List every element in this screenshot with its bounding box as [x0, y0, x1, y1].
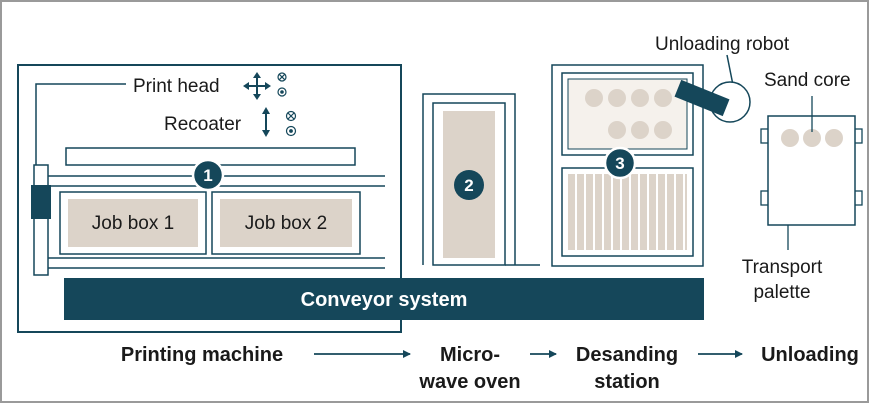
print-head [31, 185, 51, 219]
flow-step-printing-machine: Printing machine [121, 344, 283, 366]
print-head-leader [35, 83, 126, 170]
sand-core-label: Sand core [764, 70, 851, 91]
transport-palette [760, 96, 863, 250]
desanding-top-tray [567, 78, 688, 150]
transport-palette-label-line1: Transport [742, 257, 823, 278]
flow-step-microwave-line1: Micro- [440, 344, 500, 366]
move-arrows-icon [243, 72, 271, 100]
microwave-oven [422, 93, 540, 266]
sand-core-dot [608, 121, 626, 139]
transport-palette-label-line2: palette [753, 282, 810, 303]
palette-core [803, 129, 821, 147]
print-head-carriage [33, 164, 49, 276]
vertical-arrow-icon [262, 107, 270, 137]
axis-in-out-icon-2 [285, 110, 297, 137]
job-box-1 [68, 199, 198, 247]
step-1-number: 1 [203, 166, 212, 185]
job-box-1-label: Job box 1 [92, 213, 174, 234]
sand-core-dot [631, 121, 649, 139]
conveyor-system [64, 278, 704, 320]
step-2-badge [454, 170, 484, 200]
job-box-2-label: Job box 2 [245, 213, 327, 234]
step-1-badge [191, 158, 225, 192]
flow-step-desanding-line1: Desanding [576, 344, 678, 366]
sand-core-dot [585, 89, 603, 107]
flow-step-unloading: Unloading [761, 344, 859, 366]
desanding-station [551, 64, 704, 267]
job-box-2 [220, 199, 352, 247]
flow-step-microwave-line2: wave oven [418, 371, 520, 393]
robot-arm [674, 79, 730, 117]
print-head-label: Print head [133, 76, 220, 97]
step-3-number: 3 [615, 154, 624, 173]
sand-core-dot [654, 89, 672, 107]
sand-core-dot [654, 121, 672, 139]
conveyor-label: Conveyor system [301, 289, 468, 311]
recoater-label: Recoater [164, 114, 242, 135]
printing-machine-housing [17, 64, 402, 333]
step-2-number: 2 [464, 176, 473, 195]
step-3-badge [603, 146, 637, 180]
sand-core-dot [631, 89, 649, 107]
desanding-grate [568, 174, 687, 250]
flow-step-desanding-line2: station [594, 371, 660, 393]
palette-core [825, 129, 843, 147]
sand-core-dot [608, 89, 626, 107]
robot-leader [726, 54, 734, 86]
printing-machine [17, 64, 402, 333]
palette-core [781, 129, 799, 147]
grate-bars [575, 174, 685, 250]
unloading-robot [674, 54, 751, 123]
microwave-oven-outer [422, 93, 516, 265]
axis-in-out-icon [277, 72, 287, 97]
unloading-robot-label: Unloading robot [655, 34, 790, 55]
sand-cores-group [585, 89, 672, 139]
